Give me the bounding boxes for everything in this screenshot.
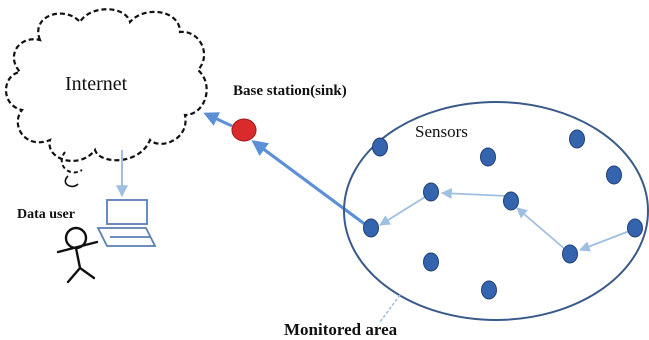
monitored-area-label: Monitored area xyxy=(284,320,398,339)
sensor-node xyxy=(363,218,379,238)
sink-to-internet-link xyxy=(203,112,233,128)
routing-path xyxy=(379,188,633,252)
sensor-node xyxy=(372,137,388,157)
base-station: Base station(sink) xyxy=(231,83,347,142)
monitored-area-pointer xyxy=(379,294,401,323)
monitored-area-boundary xyxy=(343,101,649,321)
sensor-node xyxy=(423,182,439,202)
sensor-node xyxy=(481,280,497,300)
base-station-icon xyxy=(231,118,257,142)
monitored-area: Sensors xyxy=(343,101,649,321)
base-station-label: Base station(sink) xyxy=(233,83,347,99)
stick-figure-icon xyxy=(56,226,99,284)
route-hop xyxy=(578,229,633,252)
route-hop xyxy=(440,188,508,199)
sensors-to-sink-link xyxy=(251,140,371,230)
sensor-node xyxy=(423,252,439,272)
data-user-label: Data user xyxy=(17,207,75,222)
cloud-icon xyxy=(5,8,208,162)
route-hop xyxy=(379,196,426,226)
route-hop xyxy=(516,207,567,251)
sensors-label: Sensors xyxy=(415,122,468,141)
sensor-node xyxy=(480,147,496,167)
sensor-nodes xyxy=(363,129,643,300)
sensor-node xyxy=(627,218,643,238)
internet-cloud: Internet xyxy=(5,8,208,188)
internet-label: Internet xyxy=(65,73,128,95)
laptop-icon xyxy=(96,199,157,247)
sensor-node xyxy=(503,191,519,211)
data-user: Data user xyxy=(17,199,157,284)
sensor-node xyxy=(606,165,622,185)
sensor-node xyxy=(562,244,578,264)
sensor-node xyxy=(569,129,585,149)
